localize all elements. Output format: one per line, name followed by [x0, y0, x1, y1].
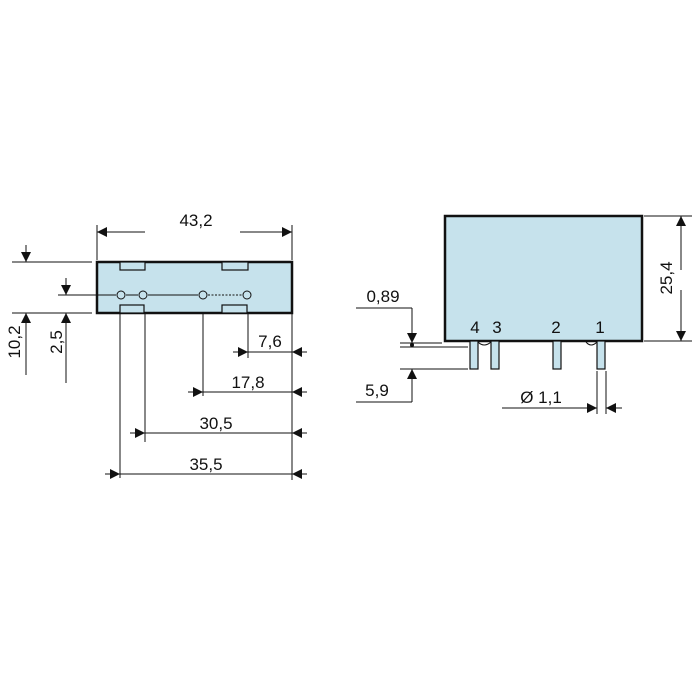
tab — [119, 304, 145, 314]
pin-label: 1 — [595, 318, 604, 337]
dim-label: 30,5 — [199, 414, 232, 433]
pin-1 — [596, 340, 606, 370]
dim-17-8: 17,8 — [188, 373, 307, 397]
dim-7-6: 7,6 — [233, 332, 307, 357]
dim-label: 25,4 — [657, 261, 676, 294]
pin-label: 2 — [551, 318, 560, 337]
dim-standoff: 0,89 — [356, 287, 468, 348]
dim-30-5: 30,5 — [130, 414, 307, 438]
pin-hole — [242, 290, 252, 300]
pin-2 — [552, 340, 562, 370]
pin-3 — [490, 340, 500, 370]
dim-label: 35,5 — [189, 455, 222, 474]
dim-height: 25,4 — [644, 215, 692, 342]
relay-body-side — [443, 214, 644, 343]
dim-label: 17,8 — [231, 373, 264, 392]
dim-label: 2,5 — [47, 330, 66, 354]
pin-label: 3 — [492, 318, 501, 337]
pin-hole — [116, 290, 126, 300]
pin-hole — [138, 290, 148, 300]
dim-pin-length: 5,9 — [356, 368, 468, 403]
dim-label: 0,89 — [366, 287, 399, 306]
side-view: 4 3 2 1 25,4 0,89 5,9 — [356, 214, 692, 414]
top-view: 43,2 10,2 2,5 7,6 — [5, 211, 307, 480]
tab — [119, 261, 146, 271]
dim-35-5: 35,5 — [105, 455, 307, 479]
pin-4 — [469, 340, 479, 370]
pin-label: 4 — [470, 318, 479, 337]
dim-pin-diameter: Ø 1,1 — [502, 371, 622, 414]
tab — [221, 304, 248, 314]
dim-label: 5,9 — [365, 381, 389, 400]
dim-label: Ø 1,1 — [520, 388, 562, 407]
tab — [221, 261, 249, 271]
dim-label: 43,2 — [179, 211, 212, 230]
pin-hole — [198, 290, 208, 300]
dim-width: 10,2 — [5, 245, 92, 375]
dim-pin-row-offset: 2,5 — [47, 278, 97, 383]
dim-label: 7,6 — [258, 332, 282, 351]
dim-label: 10,2 — [5, 325, 24, 358]
dim-length: 43,2 — [96, 211, 293, 260]
